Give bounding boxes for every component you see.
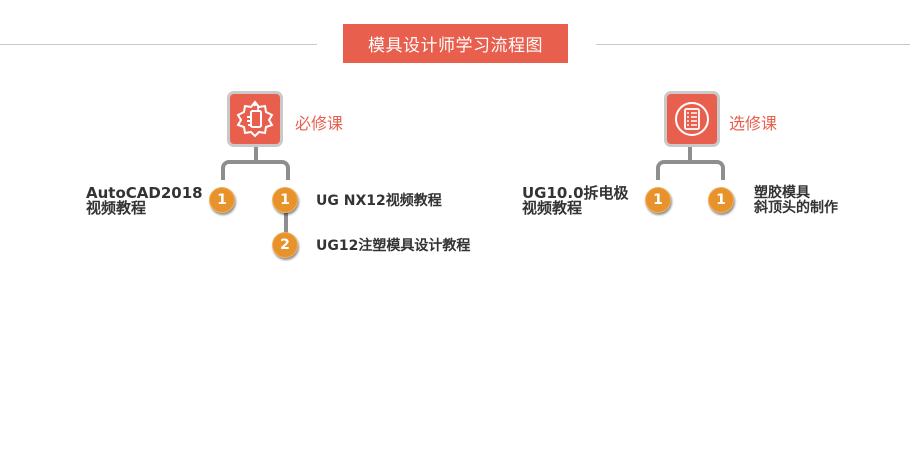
step-badge: 1 bbox=[645, 187, 671, 213]
course-title: UG10.0拆电极 bbox=[522, 184, 629, 202]
step-badge: 1 bbox=[209, 187, 235, 213]
connector-step bbox=[284, 212, 288, 234]
course-title: UG12注塑模具设计教程 bbox=[316, 238, 471, 254]
step-badge: 2 bbox=[272, 232, 298, 258]
category-label-required: 必修课 bbox=[295, 114, 344, 133]
divider-left bbox=[0, 44, 317, 45]
course-ug-nx12[interactable]: UG NX12视频教程 bbox=[316, 194, 442, 209]
category-label-elective: 选修课 bbox=[729, 114, 778, 133]
divider-right bbox=[596, 44, 910, 45]
connector-stem bbox=[254, 147, 258, 161]
checklist-icon bbox=[675, 102, 709, 136]
connector-branch bbox=[221, 160, 290, 180]
page-title: 模具设计师学习流程图 bbox=[343, 24, 568, 63]
step-badge: 1 bbox=[272, 187, 298, 213]
course-title: UG NX12视频教程 bbox=[316, 193, 442, 209]
connector-stem bbox=[688, 147, 692, 161]
connector-branch bbox=[656, 160, 725, 180]
course-autocad[interactable]: AutoCAD2018 视频教程 bbox=[86, 186, 203, 216]
elective-course-icon[interactable] bbox=[664, 91, 720, 147]
step-badge: 1 bbox=[708, 187, 734, 213]
required-course-icon[interactable] bbox=[227, 91, 283, 147]
course-ug12-mold[interactable]: UG12注塑模具设计教程 bbox=[316, 239, 470, 254]
course-subtitle: 视频教程 bbox=[522, 199, 583, 217]
course-title: AutoCAD2018 bbox=[86, 184, 203, 202]
course-subtitle: 斜顶头的制作 bbox=[754, 200, 838, 216]
course-subtitle: 视频教程 bbox=[86, 199, 147, 217]
course-plastic-mold[interactable]: 塑胶模具 斜顶头的制作 bbox=[754, 186, 838, 216]
course-title: 塑胶模具 bbox=[754, 185, 810, 201]
thumbs-up-badge-icon bbox=[236, 100, 274, 138]
course-ug10-electrode[interactable]: UG10.0拆电极 视频教程 bbox=[522, 186, 629, 216]
